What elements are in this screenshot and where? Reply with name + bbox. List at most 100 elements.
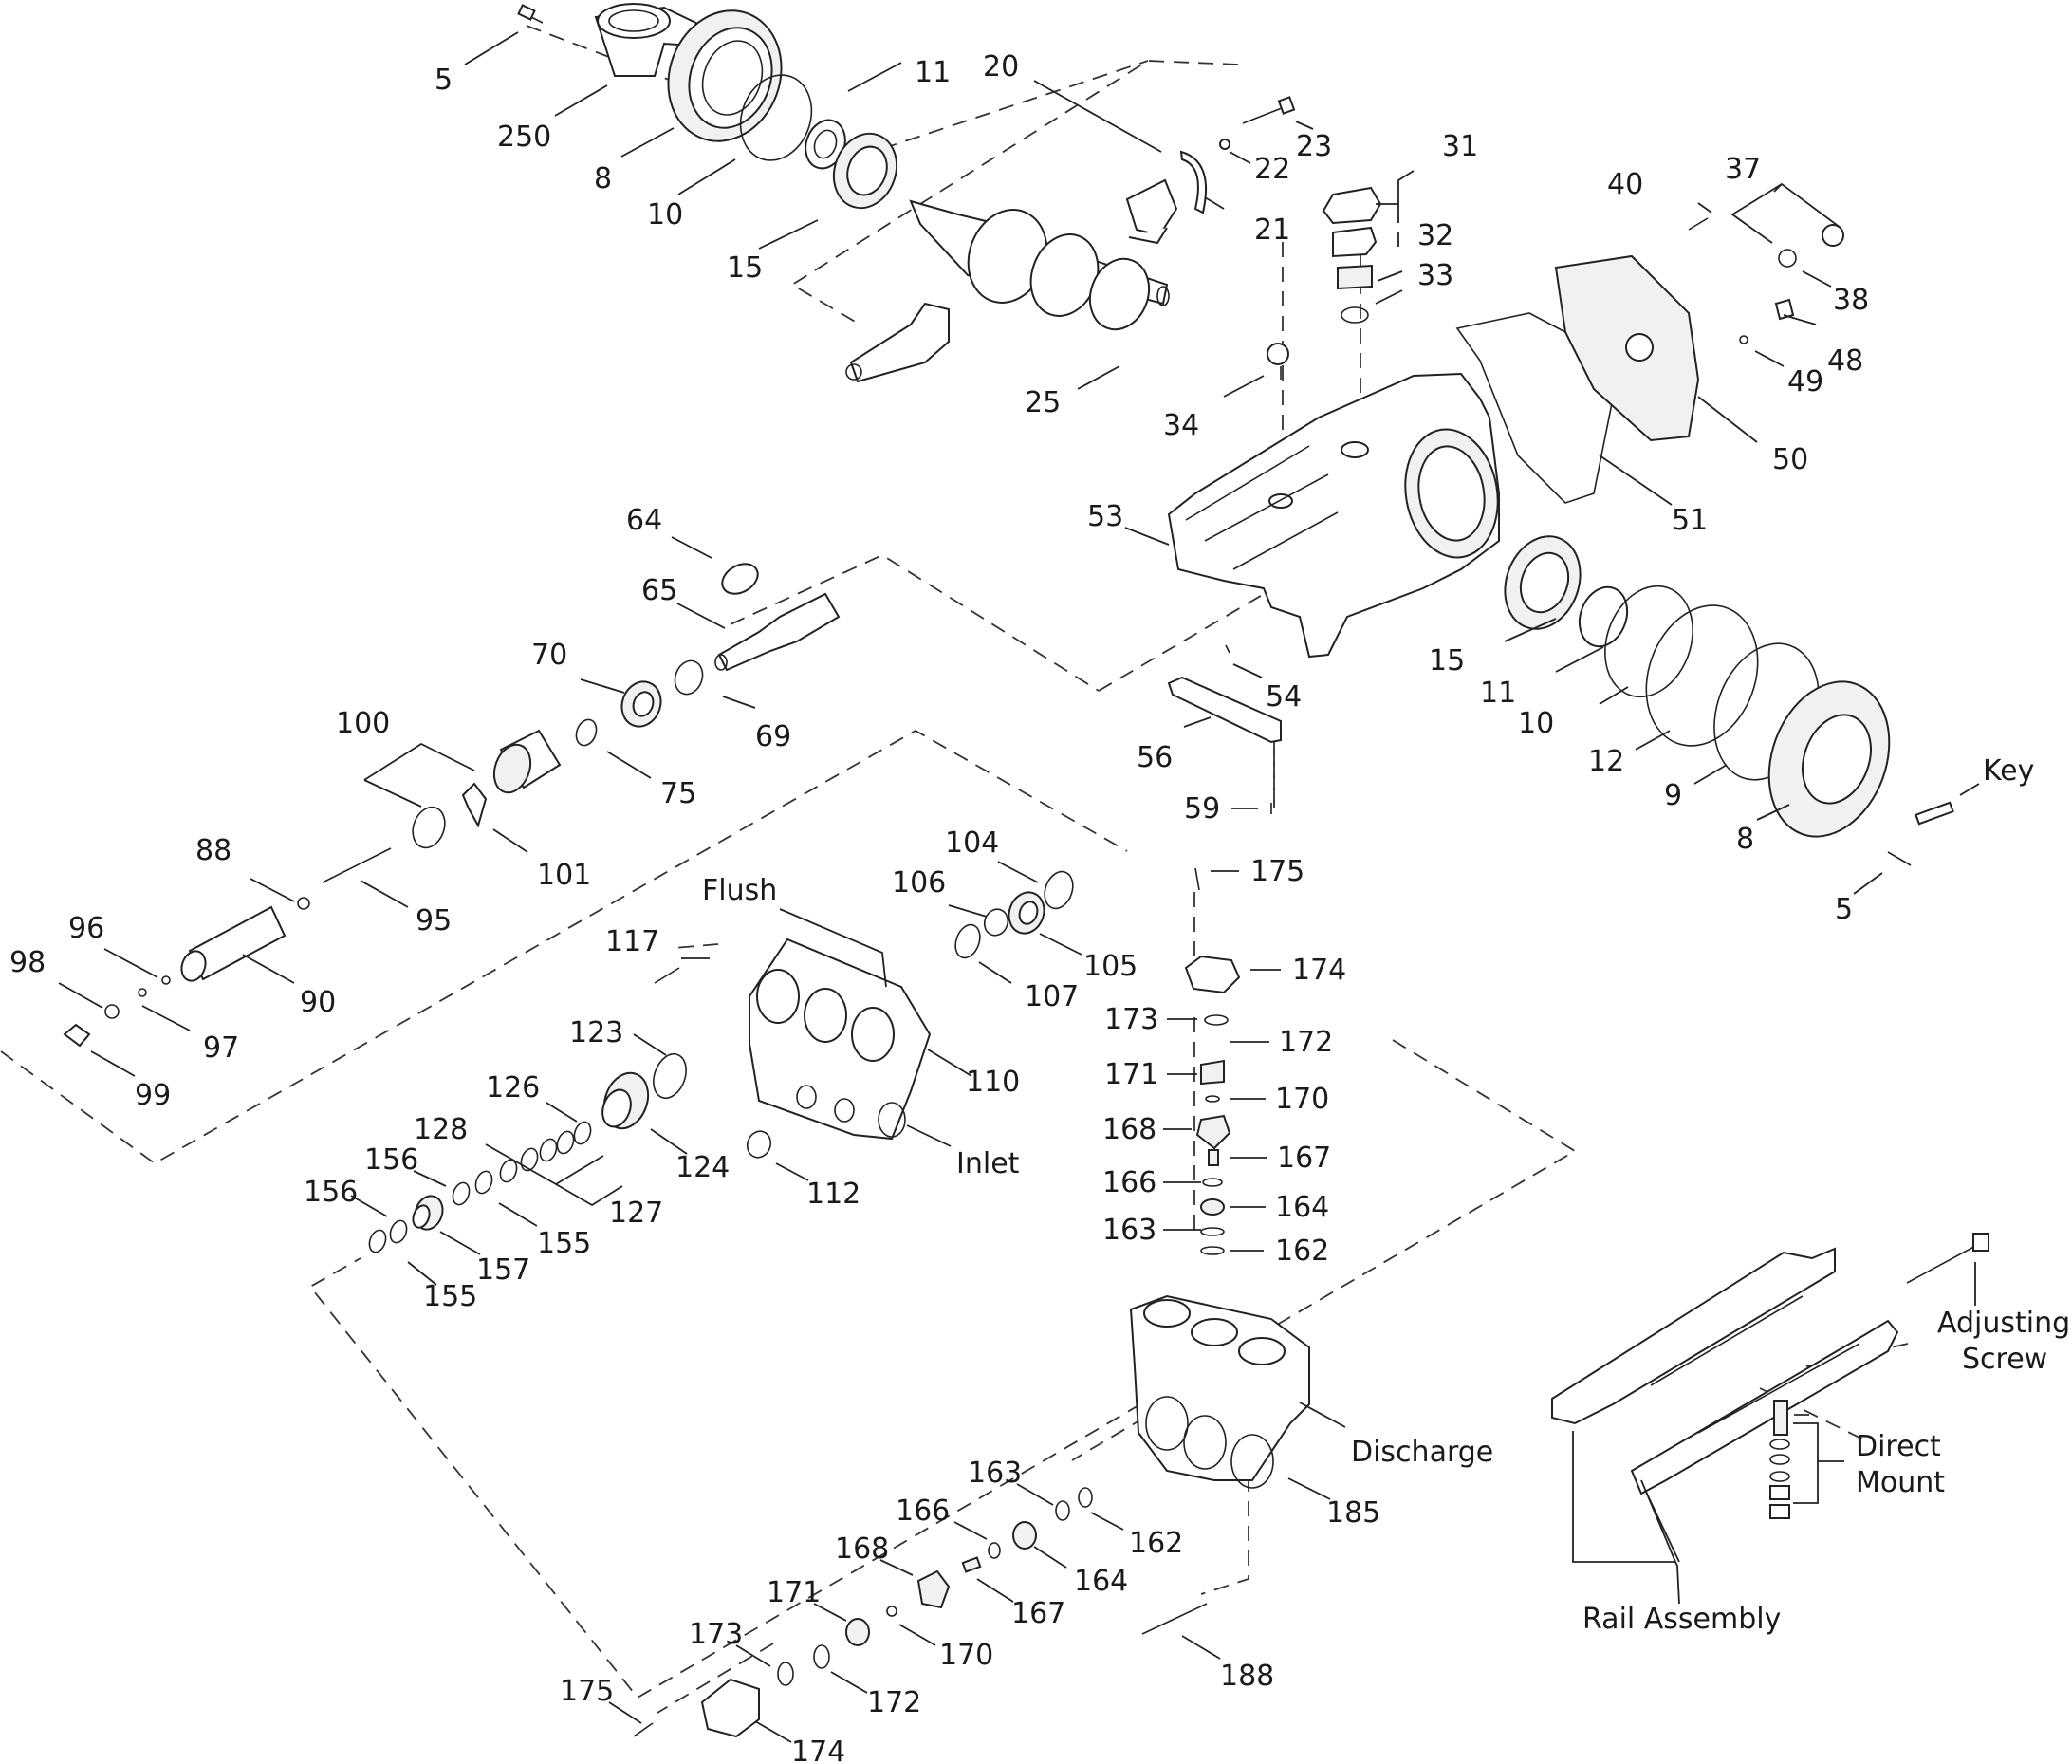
label-162-lower: 162 [1129, 1527, 1183, 1560]
label-37: 37 [1725, 153, 1761, 186]
label-15-right: 15 [1429, 644, 1465, 678]
label-48: 48 [1827, 344, 1863, 378]
label-155-lower: 155 [423, 1280, 477, 1313]
part-90-plunger [180, 905, 287, 982]
label-8: 8 [594, 162, 612, 195]
label-discharge: Discharge [1351, 1436, 1493, 1469]
label-96: 96 [68, 912, 104, 945]
label-54: 54 [1266, 680, 1302, 714]
label-174-lower: 174 [791, 1736, 845, 1764]
label-inlet: Inlet [956, 1147, 1020, 1180]
label-112: 112 [806, 1178, 860, 1211]
label-51: 51 [1672, 504, 1708, 537]
part-10-oring-right [1604, 585, 1693, 698]
label-171-upper: 171 [1104, 1058, 1158, 1091]
label-250: 250 [497, 121, 551, 154]
label-175-upper: 175 [1250, 855, 1304, 888]
part-106-ring [983, 908, 1009, 937]
label-156-upper: 156 [364, 1143, 418, 1177]
part-65-plunger-rod [714, 592, 841, 672]
label-21: 21 [1254, 214, 1290, 247]
label-172-lower: 172 [867, 1686, 921, 1719]
part-70-seal [620, 680, 662, 728]
label-185: 185 [1326, 1496, 1380, 1530]
part-40-bolt [1688, 217, 1709, 231]
part-99-plug [63, 1023, 91, 1048]
part-8-housing-right [1767, 680, 1891, 838]
label-direct-mount-line2: Mount [1856, 1466, 1945, 1499]
part-56-plate [1167, 676, 1282, 744]
label-104: 104 [945, 826, 999, 860]
label-98: 98 [9, 946, 46, 979]
label-123: 123 [569, 1016, 623, 1049]
label-166-lower: 166 [896, 1495, 950, 1528]
label-33: 33 [1417, 259, 1453, 292]
part-250-cover [594, 3, 710, 77]
label-168-lower: 168 [835, 1532, 889, 1566]
label-key: Key [1983, 754, 2034, 788]
part-48-49-drain [1739, 298, 1795, 344]
part-69-ring [674, 659, 704, 696]
part-10-oring-top [739, 74, 813, 161]
part-shapes [63, 3, 1989, 1738]
label-50: 50 [1772, 443, 1808, 476]
label-97: 97 [203, 1031, 239, 1065]
label-171-lower: 171 [767, 1576, 821, 1609]
label-flush: Flush [702, 874, 777, 907]
label-20: 20 [983, 50, 1019, 84]
label-172-upper: 172 [1279, 1026, 1333, 1059]
part-107-washer [954, 923, 981, 959]
label-163-lower: 163 [968, 1457, 1022, 1490]
label-64: 64 [626, 504, 662, 537]
part-117-bolt [654, 967, 680, 984]
label-40: 40 [1607, 168, 1643, 201]
callout-labels: 5 250 8 10 11 15 20 21 22 23 25 31 32 33… [9, 50, 2070, 1764]
label-12: 12 [1588, 745, 1624, 778]
label-69: 69 [755, 720, 791, 753]
part-25-crankshaft [909, 199, 1170, 331]
label-126: 126 [486, 1071, 540, 1105]
label-168-upper: 168 [1102, 1113, 1156, 1146]
part-34-eye-bolt [1267, 343, 1289, 380]
part-rail-assembly [1551, 1233, 1989, 1519]
part-96-washer [161, 975, 171, 985]
part-8-housing-top [667, 9, 783, 142]
label-25: 25 [1025, 386, 1061, 419]
valve-stack-diagonal [633, 1487, 1093, 1738]
label-128: 128 [414, 1113, 468, 1146]
label-174-upper: 174 [1292, 954, 1346, 987]
label-11: 11 [915, 56, 951, 89]
label-167-upper: 167 [1277, 1142, 1331, 1175]
part-31-33-filler-cap [1322, 186, 1382, 324]
part-23-bolt [1242, 96, 1296, 124]
label-32: 32 [1417, 219, 1453, 252]
part-20-connecting-rod-lower [845, 302, 950, 383]
label-110: 110 [966, 1066, 1020, 1099]
label-49: 49 [1787, 365, 1823, 399]
label-167-lower: 167 [1011, 1597, 1065, 1630]
label-88: 88 [195, 834, 231, 867]
label-65: 65 [641, 574, 677, 607]
bolt-5-top [517, 4, 544, 24]
label-34: 34 [1163, 409, 1199, 442]
part-155-ring [368, 1229, 387, 1253]
assembly-dash-lines [0, 25, 1909, 1714]
part-75-washer [575, 718, 598, 747]
label-70: 70 [531, 639, 567, 672]
label-107: 107 [1025, 980, 1079, 1013]
part-21-bearing-shell [1179, 150, 1207, 214]
label-188: 188 [1220, 1660, 1274, 1693]
label-95: 95 [416, 904, 452, 938]
label-adjusting-screw-line1: Adjusting [1937, 1307, 2070, 1340]
part-97-washer [138, 988, 147, 997]
label-106: 106 [892, 866, 946, 900]
label-38: 38 [1833, 284, 1869, 317]
part-51-gasket [1455, 312, 1614, 504]
part-112-oring [746, 1130, 772, 1159]
label-75: 75 [660, 777, 696, 810]
label-163-upper: 163 [1102, 1214, 1156, 1247]
valve-stack-vertical [1184, 867, 1241, 1255]
label-100: 100 [336, 707, 390, 740]
label-23: 23 [1296, 130, 1332, 163]
